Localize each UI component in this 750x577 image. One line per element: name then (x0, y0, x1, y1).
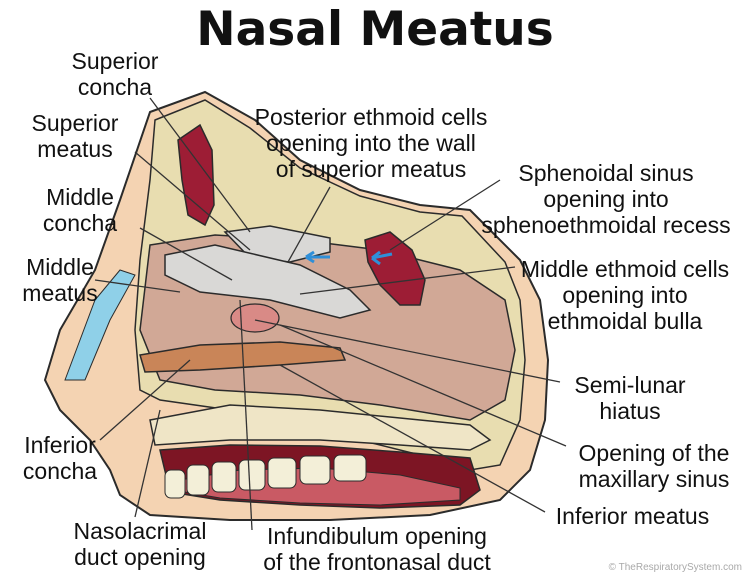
label-superior-meatus: Superior meatus (31, 110, 119, 162)
label-middle-meatus: Middle meatus (22, 254, 98, 306)
page-title: Nasal Meatus (196, 2, 554, 57)
hard-palate (149, 404, 492, 451)
leader-lines (94, 97, 567, 531)
label-infundibulum: Infundibulum opening of the frontonasal … (263, 523, 491, 575)
sphenoidal-sinus (364, 231, 426, 306)
label-semilunar-hiatus: Semi-lunar hiatus (574, 372, 686, 424)
label-middle-concha: Middle concha (42, 184, 118, 236)
sphenoid-arrow (371, 250, 393, 266)
label-middle-ethmoid: Middle ethmoid cells opening into ethmoi… (520, 256, 730, 334)
label-sphenoidal-sinus: Sphenoidal sinus opening into sphenoethm… (481, 160, 731, 238)
watermark: © TheRespiratorySystem.com (608, 562, 742, 573)
label-posterior-ethmoid: Posterior ethmoid cells opening into the… (254, 104, 488, 182)
label-nasolacrimal-duct: Nasolacrimal duct opening (73, 518, 207, 570)
label-inferior-meatus: Inferior meatus (555, 503, 710, 529)
middle-concha-shape (164, 244, 372, 319)
nasal-cartilage (64, 269, 136, 381)
posterior-ethmoid-arrow (305, 250, 330, 264)
ethmoidal-bulla (230, 303, 280, 333)
label-maxillary-opening: Opening of the maxillary sinus (578, 440, 730, 492)
label-superior-concha: Superior concha (71, 48, 159, 100)
label-inferior-concha: Inferior concha (22, 432, 98, 484)
teeth-row (164, 454, 367, 499)
